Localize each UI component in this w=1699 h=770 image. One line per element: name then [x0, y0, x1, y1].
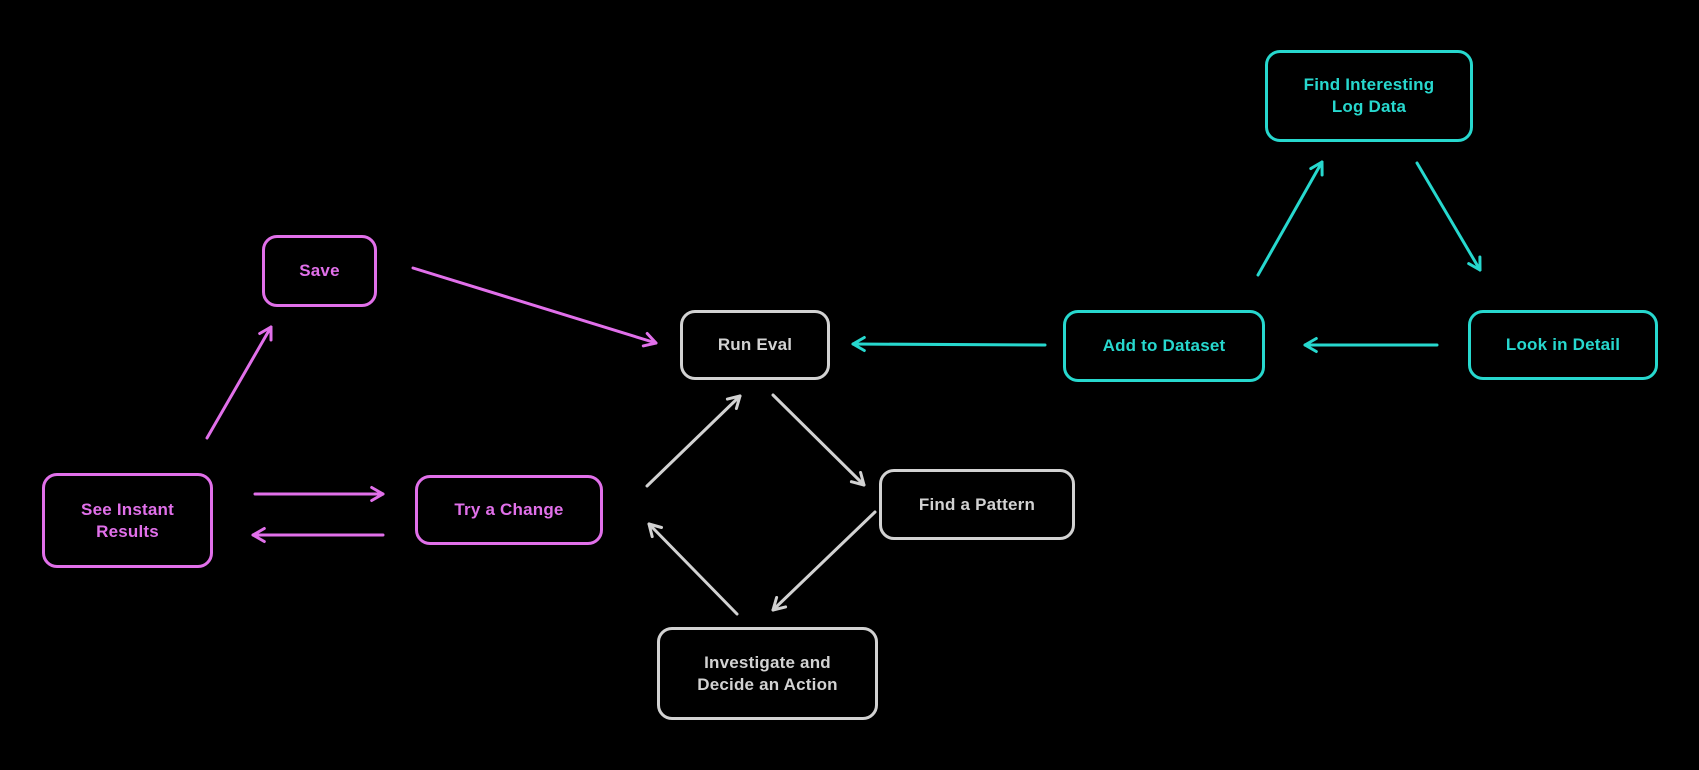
- node-look-in-detail: Look in Detail: [1468, 310, 1658, 380]
- arrow-find-a-pattern-to-investigate: [771, 510, 877, 612]
- node-save: Save: [262, 235, 377, 307]
- arrow-investigate-to-try-a-change: [647, 522, 739, 616]
- node-run-eval: Run Eval: [680, 310, 830, 380]
- arrow-find-interesting-log-data-to-look-in-detail: [1415, 161, 1482, 272]
- node-add-to-dataset: Add to Dataset: [1063, 310, 1265, 382]
- node-see-instant-results: See Instant Results: [42, 473, 213, 568]
- arrow-run-eval-to-find-a-pattern: [771, 393, 866, 487]
- arrow-look-in-detail-to-add-to-dataset: [1303, 337, 1439, 353]
- node-investigate-and-decide-an-action: Investigate and Decide an Action: [657, 627, 878, 720]
- arrow-save-to-run-eval: [411, 266, 658, 348]
- arrow-add-to-dataset-to-find-interesting-log-data: [1256, 160, 1324, 277]
- arrow-add-to-dataset-to-run-eval: [851, 336, 1047, 352]
- node-find-interesting-log-data: Find Interesting Log Data: [1265, 50, 1473, 142]
- node-try-a-change: Try a Change: [415, 475, 603, 545]
- arrow-see-instant-results-to-try-a-change: [253, 486, 385, 502]
- arrow-try-a-change-to-run-eval: [645, 394, 742, 488]
- arrow-see-instant-results-to-save: [205, 325, 273, 440]
- node-find-a-pattern: Find a Pattern: [879, 469, 1075, 540]
- arrow-try-a-change-to-see-instant-results: [251, 527, 385, 543]
